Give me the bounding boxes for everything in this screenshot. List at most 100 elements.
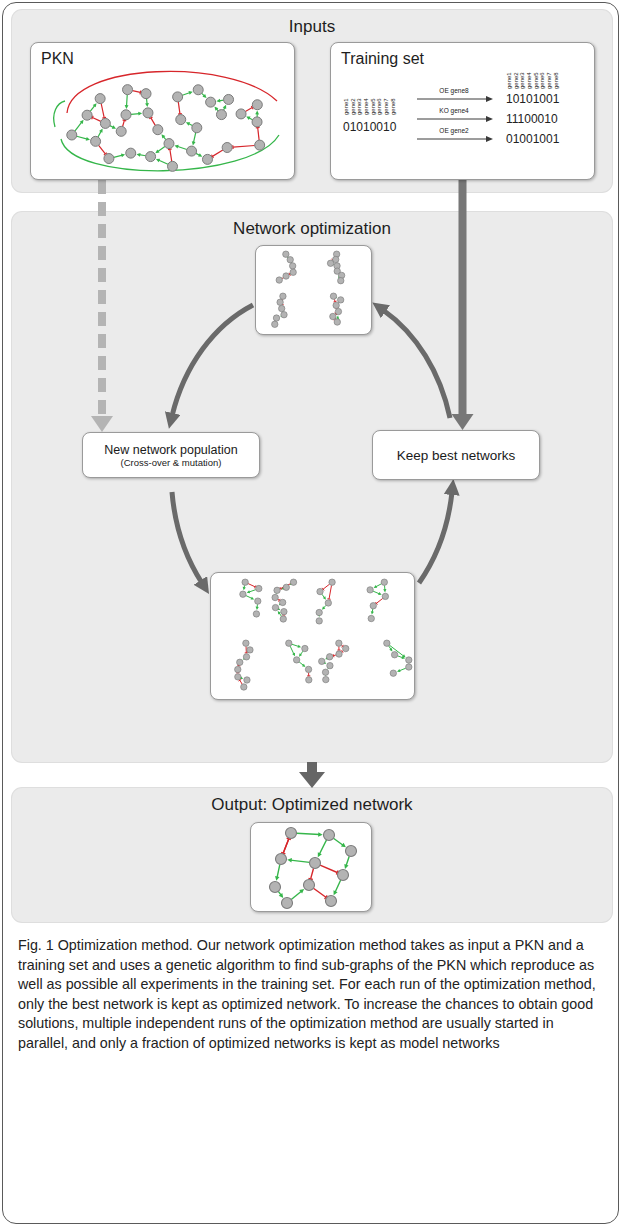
bit-string: 10101001: [506, 92, 559, 106]
graph-node: [237, 659, 243, 665]
perturbation-arrow: [417, 99, 487, 100]
graph-node: [164, 139, 174, 149]
activation-head: [341, 843, 346, 847]
graph-node: [325, 600, 331, 606]
graph-node: [281, 312, 287, 318]
activation-head: [174, 145, 178, 149]
inhibition-edge: [329, 585, 331, 599]
graph-node: [176, 115, 186, 125]
input-panel: InputsPKNTraining setgene1gene2gene3gene…: [12, 10, 612, 192]
activation-edge: [335, 880, 341, 892]
graph-node: [391, 652, 397, 658]
graph-node: [279, 599, 285, 605]
training-set-box: Training setgene1gene2gene3gene4gene5gen…: [330, 42, 595, 180]
graph-node: [235, 666, 241, 672]
graph-node: [91, 136, 101, 146]
gene-label: gene3: [519, 72, 525, 89]
gene-label: gene6: [539, 72, 545, 89]
activation-head: [318, 852, 322, 857]
activation-head: [298, 645, 302, 648]
graph-node: [286, 640, 292, 646]
perturbation-label: OE gene2: [439, 127, 468, 134]
activation-head: [223, 105, 226, 109]
activation-head: [292, 653, 295, 657]
graph-node: [247, 647, 253, 653]
gene-label: gene3: [356, 98, 362, 115]
graph-node: [329, 579, 335, 585]
connector-line: [307, 762, 317, 773]
graph-node: [324, 830, 335, 841]
activation-head: [247, 590, 251, 593]
graph-node: [336, 651, 342, 657]
gene-label: gene8: [390, 98, 396, 115]
connector-line: [459, 180, 467, 415]
network-illustration: [256, 246, 373, 336]
graph-node: [322, 669, 328, 675]
graph-node: [243, 654, 249, 660]
activation-head: [322, 606, 325, 609]
graph-node: [281, 608, 287, 614]
panel-title: Inputs: [12, 10, 612, 37]
activation-edge: [290, 646, 294, 654]
activation-head: [251, 597, 255, 600]
flow-arrow: [299, 762, 325, 788]
activation-edge: [158, 160, 168, 164]
perturbation-arrow: [417, 139, 487, 140]
graph-node: [153, 125, 163, 135]
gene-label: gene5: [533, 72, 539, 89]
graph-node: [368, 615, 374, 621]
activation-head: [202, 94, 206, 98]
bit-string: 01010010: [343, 120, 396, 134]
activation-head: [243, 587, 246, 590]
box-sublabel: (Cross-over & mutation): [121, 457, 222, 468]
graph-node: [337, 297, 343, 303]
graph-node: [243, 640, 249, 646]
inhibition-bar: [337, 650, 340, 651]
inhibition-edge: [178, 102, 180, 114]
activation-edge: [75, 122, 82, 131]
perturbation-label: OE gene8: [439, 87, 468, 94]
bit-string: 11100010: [506, 112, 558, 126]
inhibition-edge: [212, 150, 222, 156]
inhibition-edge: [123, 120, 125, 126]
activation-head: [246, 117, 250, 120]
graph-node: [382, 593, 388, 599]
activation-head: [374, 585, 378, 588]
activation-edge: [319, 840, 326, 855]
perturbation-label: KO gene4: [439, 107, 468, 114]
figure-caption: Fig. 1 Optimization method. Our network …: [18, 936, 606, 1054]
activation-head: [216, 99, 220, 103]
graph-node: [192, 123, 202, 133]
inhibition-edge: [258, 128, 259, 140]
graph-node: [253, 611, 259, 617]
graph-node: [293, 657, 299, 663]
graph-node: [406, 664, 412, 670]
graph-node: [116, 126, 126, 136]
activation-head: [378, 592, 382, 595]
activation-edge: [182, 93, 190, 96]
graph-node: [67, 130, 77, 140]
bit-string: 01001001: [506, 132, 559, 146]
graph-node: [278, 305, 284, 311]
cycle-arrow: [172, 492, 202, 583]
graph-node: [240, 591, 246, 597]
graph-node: [336, 640, 342, 646]
graph-node: [104, 154, 114, 164]
graph-node: [100, 118, 110, 128]
activation-edge: [376, 584, 382, 587]
inhibition-edge: [240, 680, 242, 684]
graph-node: [273, 315, 279, 321]
graph-node: [143, 108, 153, 118]
inhibition-edge: [67, 71, 277, 113]
graph-node: [173, 92, 183, 102]
inhibition-edge: [248, 584, 255, 587]
graph-node: [276, 277, 282, 283]
gene-label: gene1: [343, 98, 349, 115]
network-population: [210, 572, 415, 700]
graph-node: [202, 154, 212, 164]
graph-node: [346, 846, 357, 857]
graph-node: [323, 676, 329, 682]
inhibition-edge: [311, 868, 314, 879]
activation-head: [86, 137, 90, 141]
panel-title: Network optimization: [12, 212, 612, 239]
